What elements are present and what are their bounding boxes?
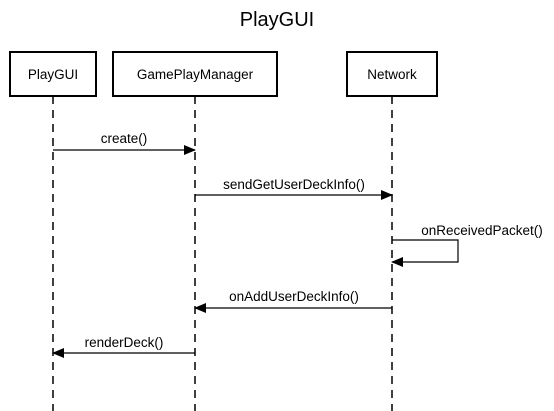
diagram-title: PlayGUI bbox=[240, 9, 314, 31]
message-label: renderDeck() bbox=[85, 335, 164, 350]
message-send-get-user-deck-info: sendGetUserDeckInfo() bbox=[195, 177, 393, 200]
message-label: onAddUserDeckInfo() bbox=[229, 289, 359, 304]
message-label: onReceivedPacket() bbox=[421, 223, 543, 238]
message-label: sendGetUserDeckInfo() bbox=[223, 177, 365, 192]
participant-network: Network bbox=[346, 51, 438, 97]
participant-box bbox=[346, 51, 438, 97]
message-on-add-user-deck-info: onAddUserDeckInfo() bbox=[194, 289, 392, 313]
participant-box bbox=[9, 51, 97, 97]
participant-playgui: PlayGUI bbox=[9, 51, 97, 97]
participant-label: GamePlayManager bbox=[137, 67, 254, 82]
participant-label: Network bbox=[367, 67, 417, 82]
message-create: create() bbox=[53, 131, 196, 155]
message-label: create() bbox=[101, 131, 148, 146]
message-arrow bbox=[391, 239, 459, 267]
message-render-deck: renderDeck() bbox=[52, 335, 195, 358]
participant-label: PlayGUI bbox=[28, 67, 78, 82]
message-on-received-packet: onReceivedPacket() bbox=[391, 223, 543, 267]
participant-gameplaymanager: GamePlayManager bbox=[112, 51, 278, 97]
participant-box bbox=[112, 51, 278, 97]
